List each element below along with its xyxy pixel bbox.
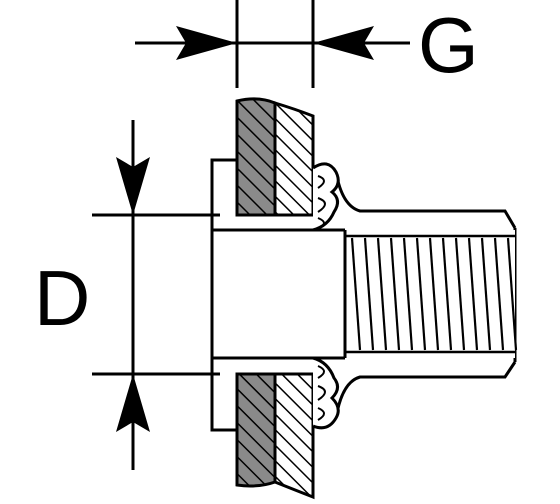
rivet-bulge-lower <box>312 356 340 430</box>
thread-flank <box>402 237 414 351</box>
upper-plate-light <box>273 100 315 217</box>
upper-plate-dark <box>235 97 277 217</box>
rivet-bulge-upper <box>312 162 340 232</box>
thread-flank <box>441 237 453 351</box>
thread-flank <box>350 237 362 351</box>
grip-arrow-right <box>313 26 374 60</box>
diameter-label: D <box>34 254 90 342</box>
thread-flank <box>415 237 427 351</box>
thread-flank <box>363 237 375 351</box>
lower-plate-section <box>235 372 315 500</box>
thread-flank <box>376 237 388 351</box>
grip-dimension: G <box>135 0 479 89</box>
diameter-dimension: D <box>34 120 220 470</box>
diameter-arrow-bottom <box>116 374 150 432</box>
thread-flank <box>506 237 518 351</box>
rivet-shank-bottom <box>334 361 517 419</box>
upper-plate-section <box>235 97 315 217</box>
rivet-flange <box>210 158 237 432</box>
thread-flank <box>428 237 440 351</box>
grip-label: G <box>418 1 479 89</box>
thread-flank <box>480 237 492 351</box>
thread-flank <box>454 237 466 351</box>
thread-flank <box>467 237 479 351</box>
grip-arrow-left <box>176 26 237 60</box>
internal-thread <box>343 230 518 358</box>
thread-flank <box>389 237 401 351</box>
rivet-bore <box>212 228 345 360</box>
thread-flank <box>493 237 505 351</box>
rivet-shank-top <box>334 171 517 229</box>
lower-plate-dark <box>235 372 277 488</box>
diameter-arrow-top <box>116 157 150 215</box>
lower-plate-light <box>273 372 315 500</box>
